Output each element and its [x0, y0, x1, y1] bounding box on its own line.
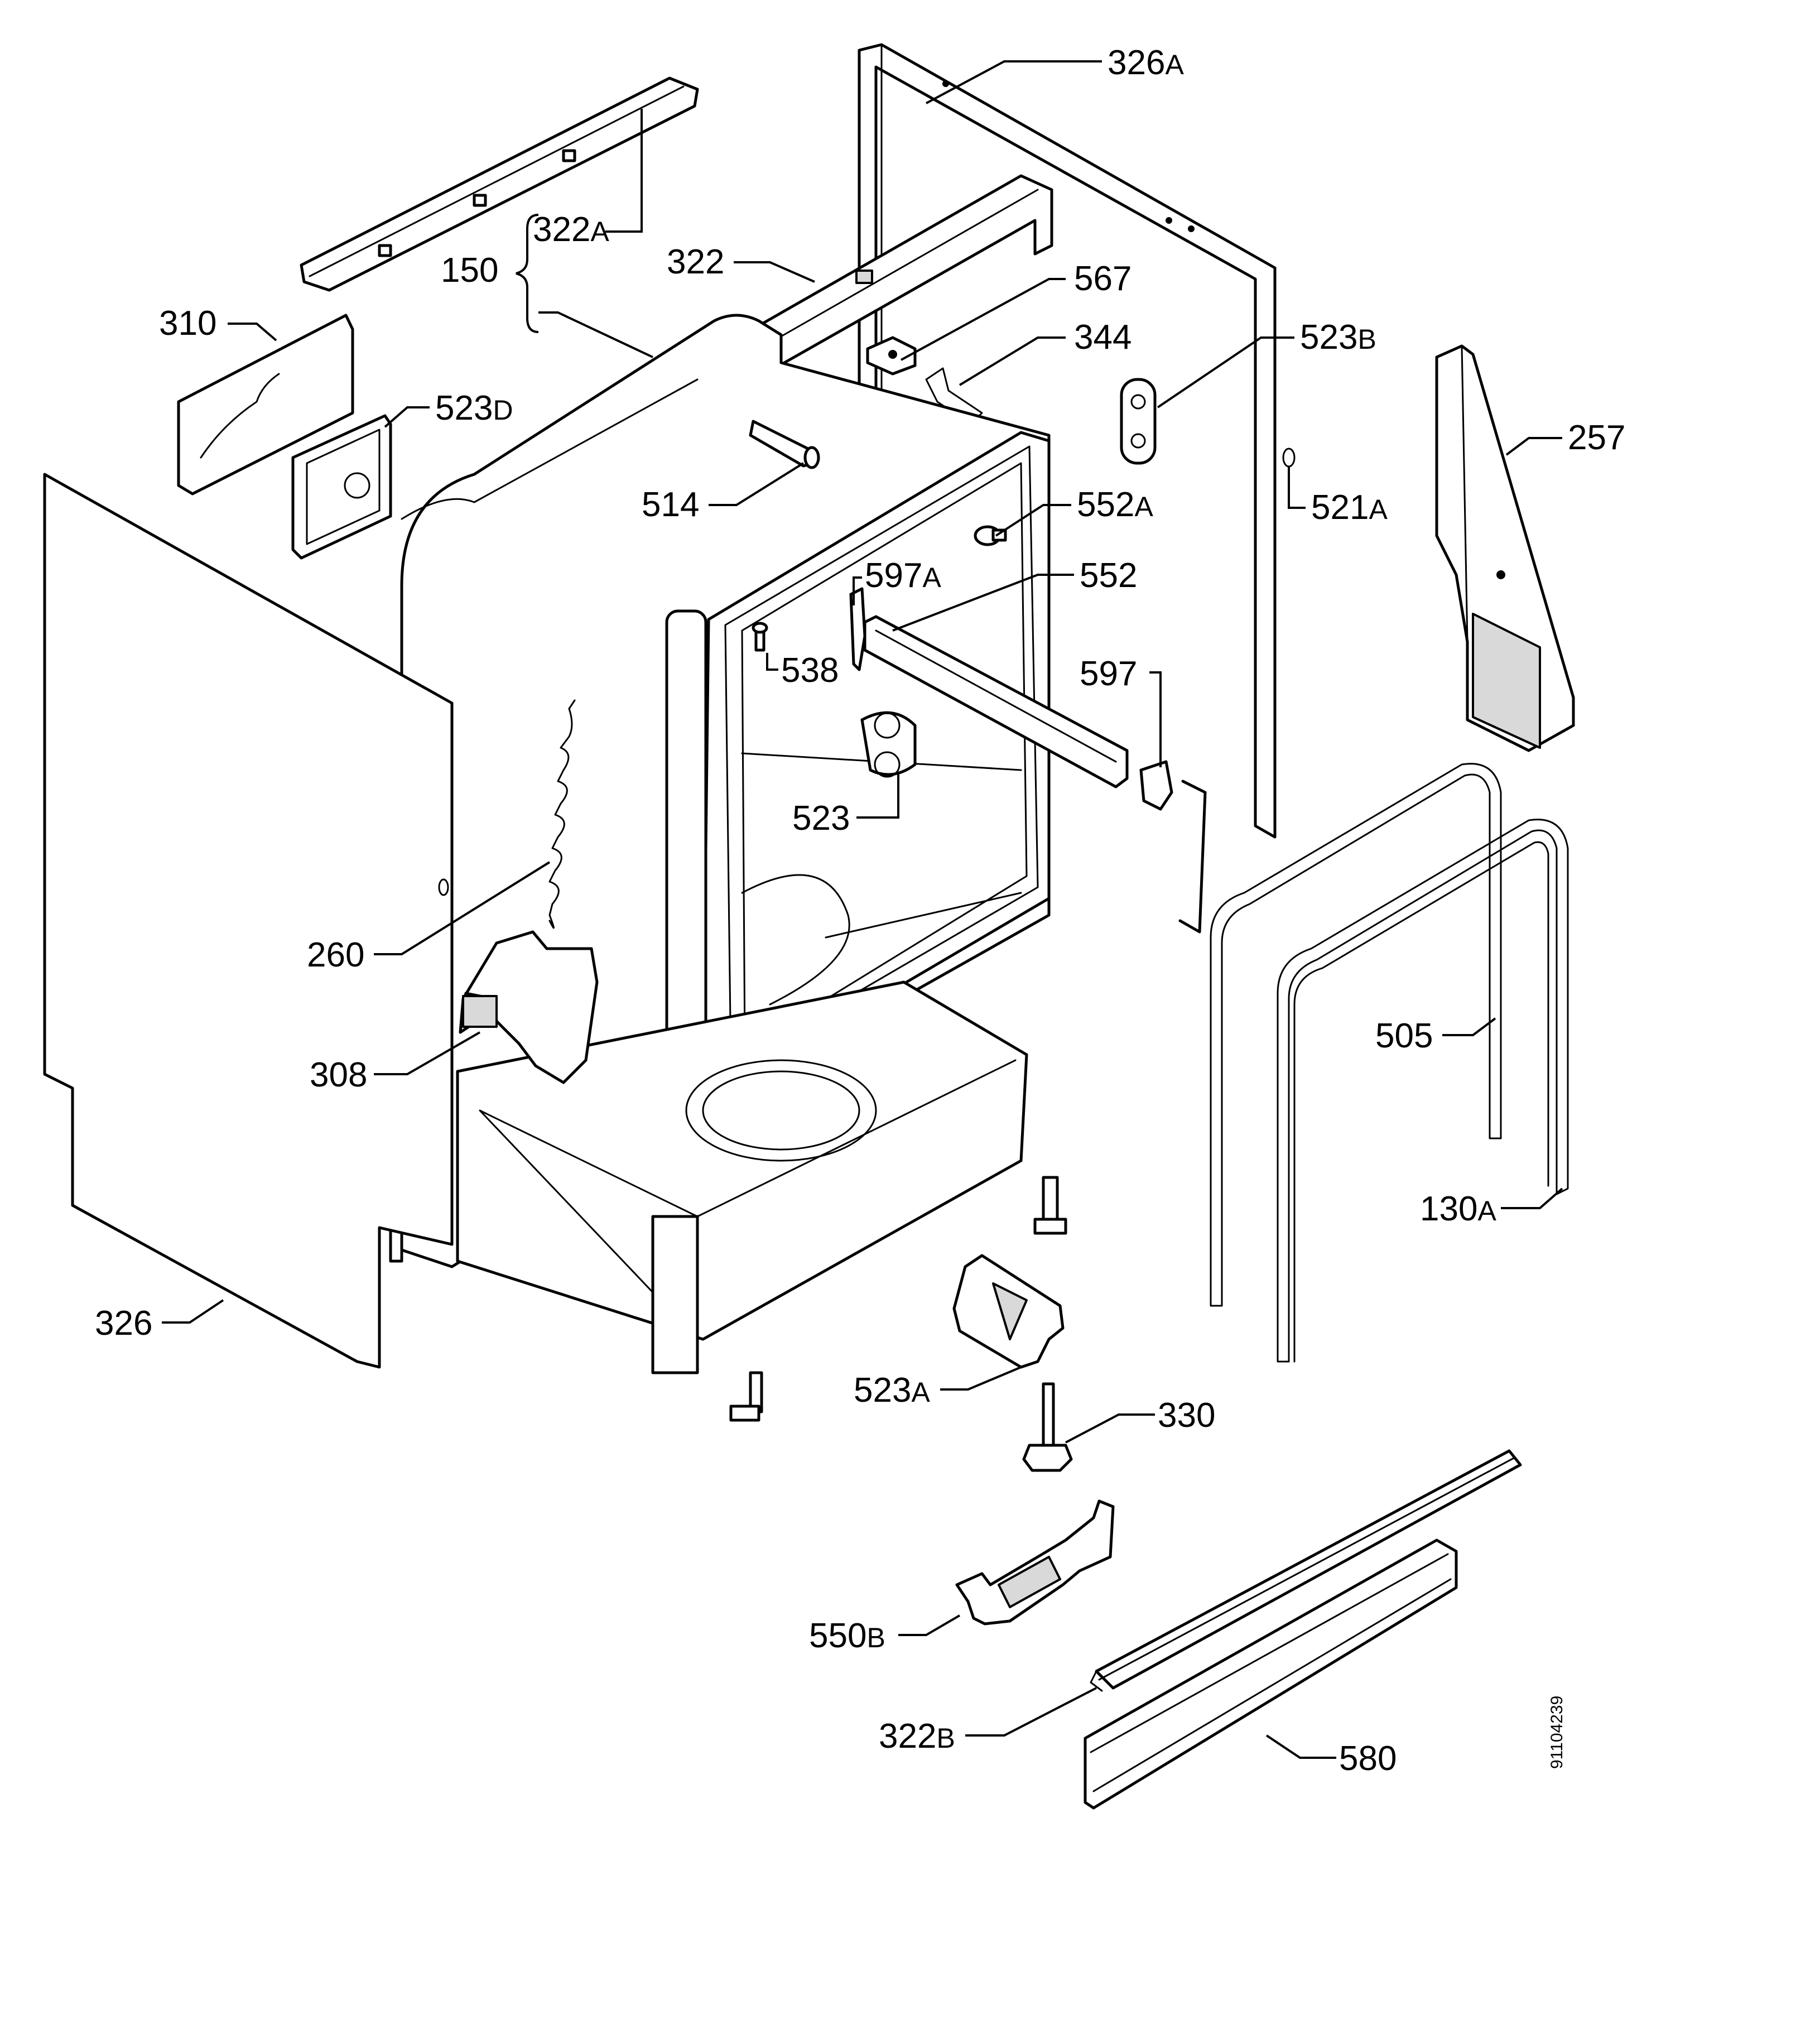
label-552A: 552A — [1077, 485, 1153, 524]
part-326-side-panel — [43, 473, 454, 1369]
part-308-hinge — [459, 930, 599, 1084]
part-514-bolt — [749, 420, 820, 469]
brace-150 — [516, 214, 539, 333]
part-260-spring — [548, 699, 576, 929]
part-130a-seal — [1277, 819, 1569, 1363]
label-322B: 322B — [879, 1717, 955, 1756]
label-322A: 322A — [533, 210, 609, 249]
label-344: 344 — [1074, 318, 1132, 357]
label-326: 326 — [95, 1304, 152, 1343]
label-308: 308 — [310, 1056, 367, 1094]
label-514: 514 — [642, 485, 699, 524]
label-130A: 130A — [1420, 1190, 1496, 1228]
part-567-clip — [866, 336, 917, 376]
label-260: 260 — [307, 936, 364, 974]
label-523: 523 — [792, 799, 850, 838]
label-567: 567 — [1074, 259, 1132, 298]
label-550B: 550B — [809, 1617, 885, 1655]
part-538-screw — [752, 622, 768, 652]
part-330-leveling-foot — [1022, 1382, 1073, 1472]
label-326A: 326A — [1108, 44, 1184, 82]
part-344-spring-clip — [925, 367, 983, 425]
label-330: 330 — [1158, 1396, 1215, 1435]
part-322a-top-rail — [300, 76, 699, 292]
part-257-side-bracket — [1435, 344, 1575, 752]
base-frame — [389, 980, 1067, 1422]
label-257: 257 — [1568, 419, 1625, 457]
part-523d-plate — [291, 414, 392, 560]
label-521A: 521A — [1311, 488, 1388, 527]
part-523a-bracket — [952, 1254, 1065, 1369]
label-523B: 523B — [1300, 318, 1376, 357]
part-521a-oring — [1282, 448, 1296, 468]
part-523b-grommet — [1120, 378, 1157, 465]
label-580: 580 — [1339, 1739, 1397, 1778]
document-id: 91104239 — [1548, 1696, 1566, 1769]
part-550b-bracket — [955, 1499, 1115, 1626]
label-310: 310 — [159, 304, 216, 343]
label-597A: 597A — [865, 556, 941, 595]
label-523D: 523D — [435, 389, 513, 427]
label-538: 538 — [781, 651, 839, 690]
part-597a-pin — [849, 587, 866, 671]
part-597-clip — [1139, 760, 1173, 811]
part-580-kick-plate — [1084, 1538, 1458, 1810]
label-552: 552 — [1080, 556, 1137, 595]
part-523-nozzle — [860, 711, 917, 778]
leader-lines — [162, 60, 1563, 1759]
part-310-cover — [177, 314, 354, 496]
label-597: 597 — [1080, 655, 1137, 693]
label-150: 150 — [441, 251, 498, 290]
label-523A: 523A — [854, 1371, 930, 1410]
part-505-seal — [1210, 763, 1502, 1307]
label-505: 505 — [1375, 1017, 1433, 1055]
label-322: 322 — [667, 243, 724, 281]
part-322b-bottom-rail — [1090, 1449, 1522, 1692]
part-labels: 326A 322A 150 322 567 310 344 523B 523D … — [95, 44, 1625, 1778]
part-552-rail — [863, 615, 1129, 788]
part-552a-bumper — [974, 525, 1007, 546]
